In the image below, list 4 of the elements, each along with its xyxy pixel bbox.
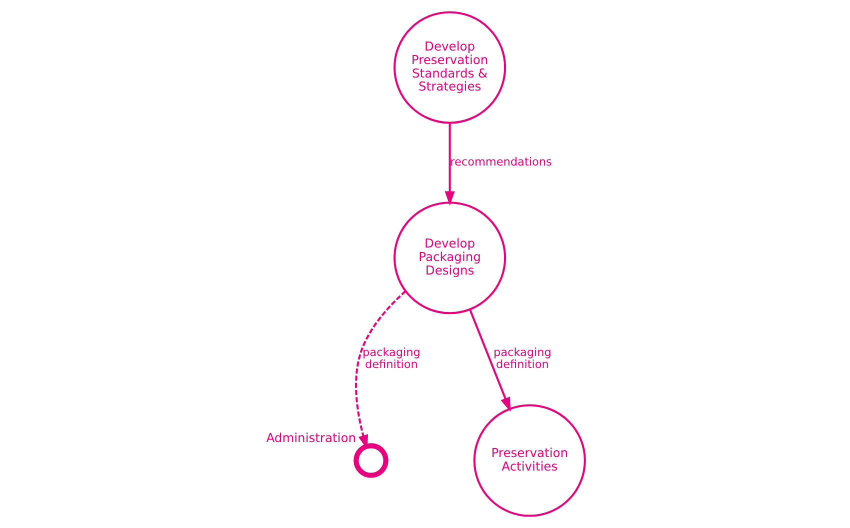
edge-label: recommendations	[450, 156, 552, 169]
node-label: Administration	[266, 431, 356, 446]
edge-label: packaging definition	[492, 346, 551, 372]
edge-label: packaging definition	[362, 346, 420, 372]
